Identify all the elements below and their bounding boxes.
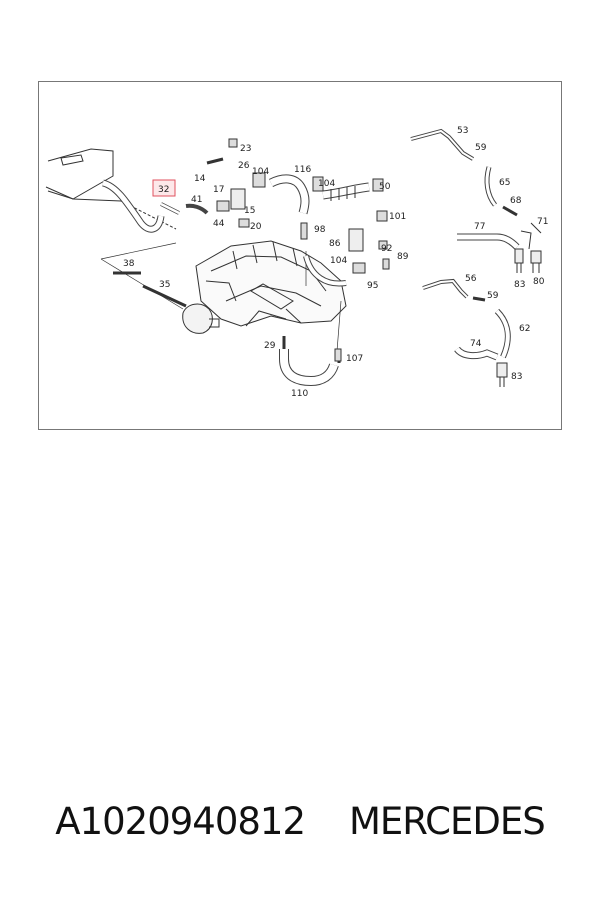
label-59: 59 — [475, 143, 487, 153]
label-71: 71 — [537, 217, 548, 227]
label-15: 15 — [244, 206, 255, 216]
label-35: 35 — [159, 280, 170, 290]
label-89: 89 — [397, 252, 409, 262]
label-17: 17 — [213, 185, 224, 195]
label-26: 26 — [238, 161, 250, 171]
label-44: 44 — [213, 219, 225, 229]
intake-manifold — [195, 240, 347, 327]
label-83: 83 — [511, 372, 522, 382]
label-104: 104 — [330, 256, 347, 266]
label-98: 98 — [314, 225, 326, 235]
part-caption: A1020940812 MERCEDES — [0, 800, 600, 843]
label-86: 86 — [329, 239, 341, 249]
label-104: 104 — [252, 167, 269, 177]
label-20: 20 — [250, 222, 262, 232]
label-62: 62 — [519, 324, 530, 334]
parts-diagram: 23 26 14 104 116 104 50 17 32 41 15 44 2… — [38, 81, 562, 430]
exploded-parts-drawing: 23 26 14 104 116 104 50 17 32 41 15 44 2… — [45, 126, 548, 399]
part-number: A1020940812 — [55, 800, 306, 843]
label-83: 83 — [514, 280, 525, 290]
label-50: 50 — [379, 182, 391, 192]
valve-83-lower — [496, 362, 508, 387]
label-41: 41 — [191, 195, 202, 205]
label-104: 104 — [318, 179, 335, 189]
label-74: 74 — [470, 339, 482, 349]
label-14: 14 — [194, 174, 206, 184]
label-65: 65 — [499, 178, 510, 188]
label-80: 80 — [533, 277, 545, 287]
label-53: 53 — [457, 126, 468, 136]
label-116: 116 — [294, 165, 311, 175]
label-110: 110 — [291, 389, 308, 399]
label-29: 29 — [264, 341, 276, 351]
valve-83-upper — [514, 248, 524, 273]
brand-name: MERCEDES — [348, 800, 546, 843]
label-56: 56 — [465, 274, 477, 284]
label-23: 23 — [240, 144, 251, 154]
label-107: 107 — [346, 354, 363, 364]
label-77: 77 — [474, 222, 485, 232]
highlight-box — [152, 179, 176, 197]
valve-80 — [530, 250, 542, 273]
label-32: 32 — [158, 185, 169, 195]
label-95: 95 — [367, 281, 378, 291]
label-92: 92 — [381, 244, 392, 254]
label-68: 68 — [510, 196, 522, 206]
label-38: 38 — [123, 259, 135, 269]
label-101: 101 — [389, 212, 406, 222]
actuator-part — [182, 303, 213, 334]
label-59: 59 — [487, 291, 499, 301]
